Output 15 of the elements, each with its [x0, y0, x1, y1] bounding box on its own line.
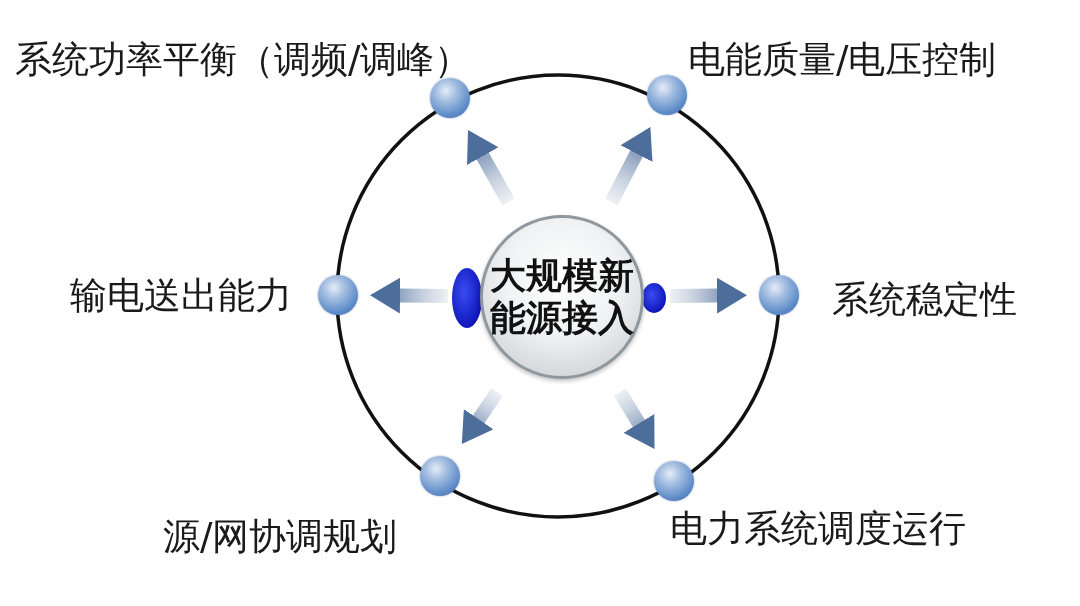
- arrow: [669, 277, 748, 314]
- node-caption: 系统功率平衡（调频/调峰）: [15, 37, 472, 83]
- sphere-marker: [647, 75, 687, 115]
- sphere-marker: [318, 275, 358, 315]
- node-caption: 输电送出能力: [70, 273, 292, 319]
- node-caption: 电力系统调度运行: [670, 506, 966, 552]
- sphere-marker: [420, 456, 460, 496]
- node-text: 大规模新能源接入: [489, 254, 635, 340]
- node-caption: 系统稳定性: [832, 277, 1017, 323]
- node-caption: 源/网协调规划: [163, 514, 398, 560]
- node-caption: 电能质量/电压控制: [688, 37, 997, 83]
- sphere-marker: [759, 275, 799, 315]
- sphere-marker: [430, 78, 470, 118]
- sphere-marker: [654, 461, 694, 501]
- arrow: [369, 277, 449, 314]
